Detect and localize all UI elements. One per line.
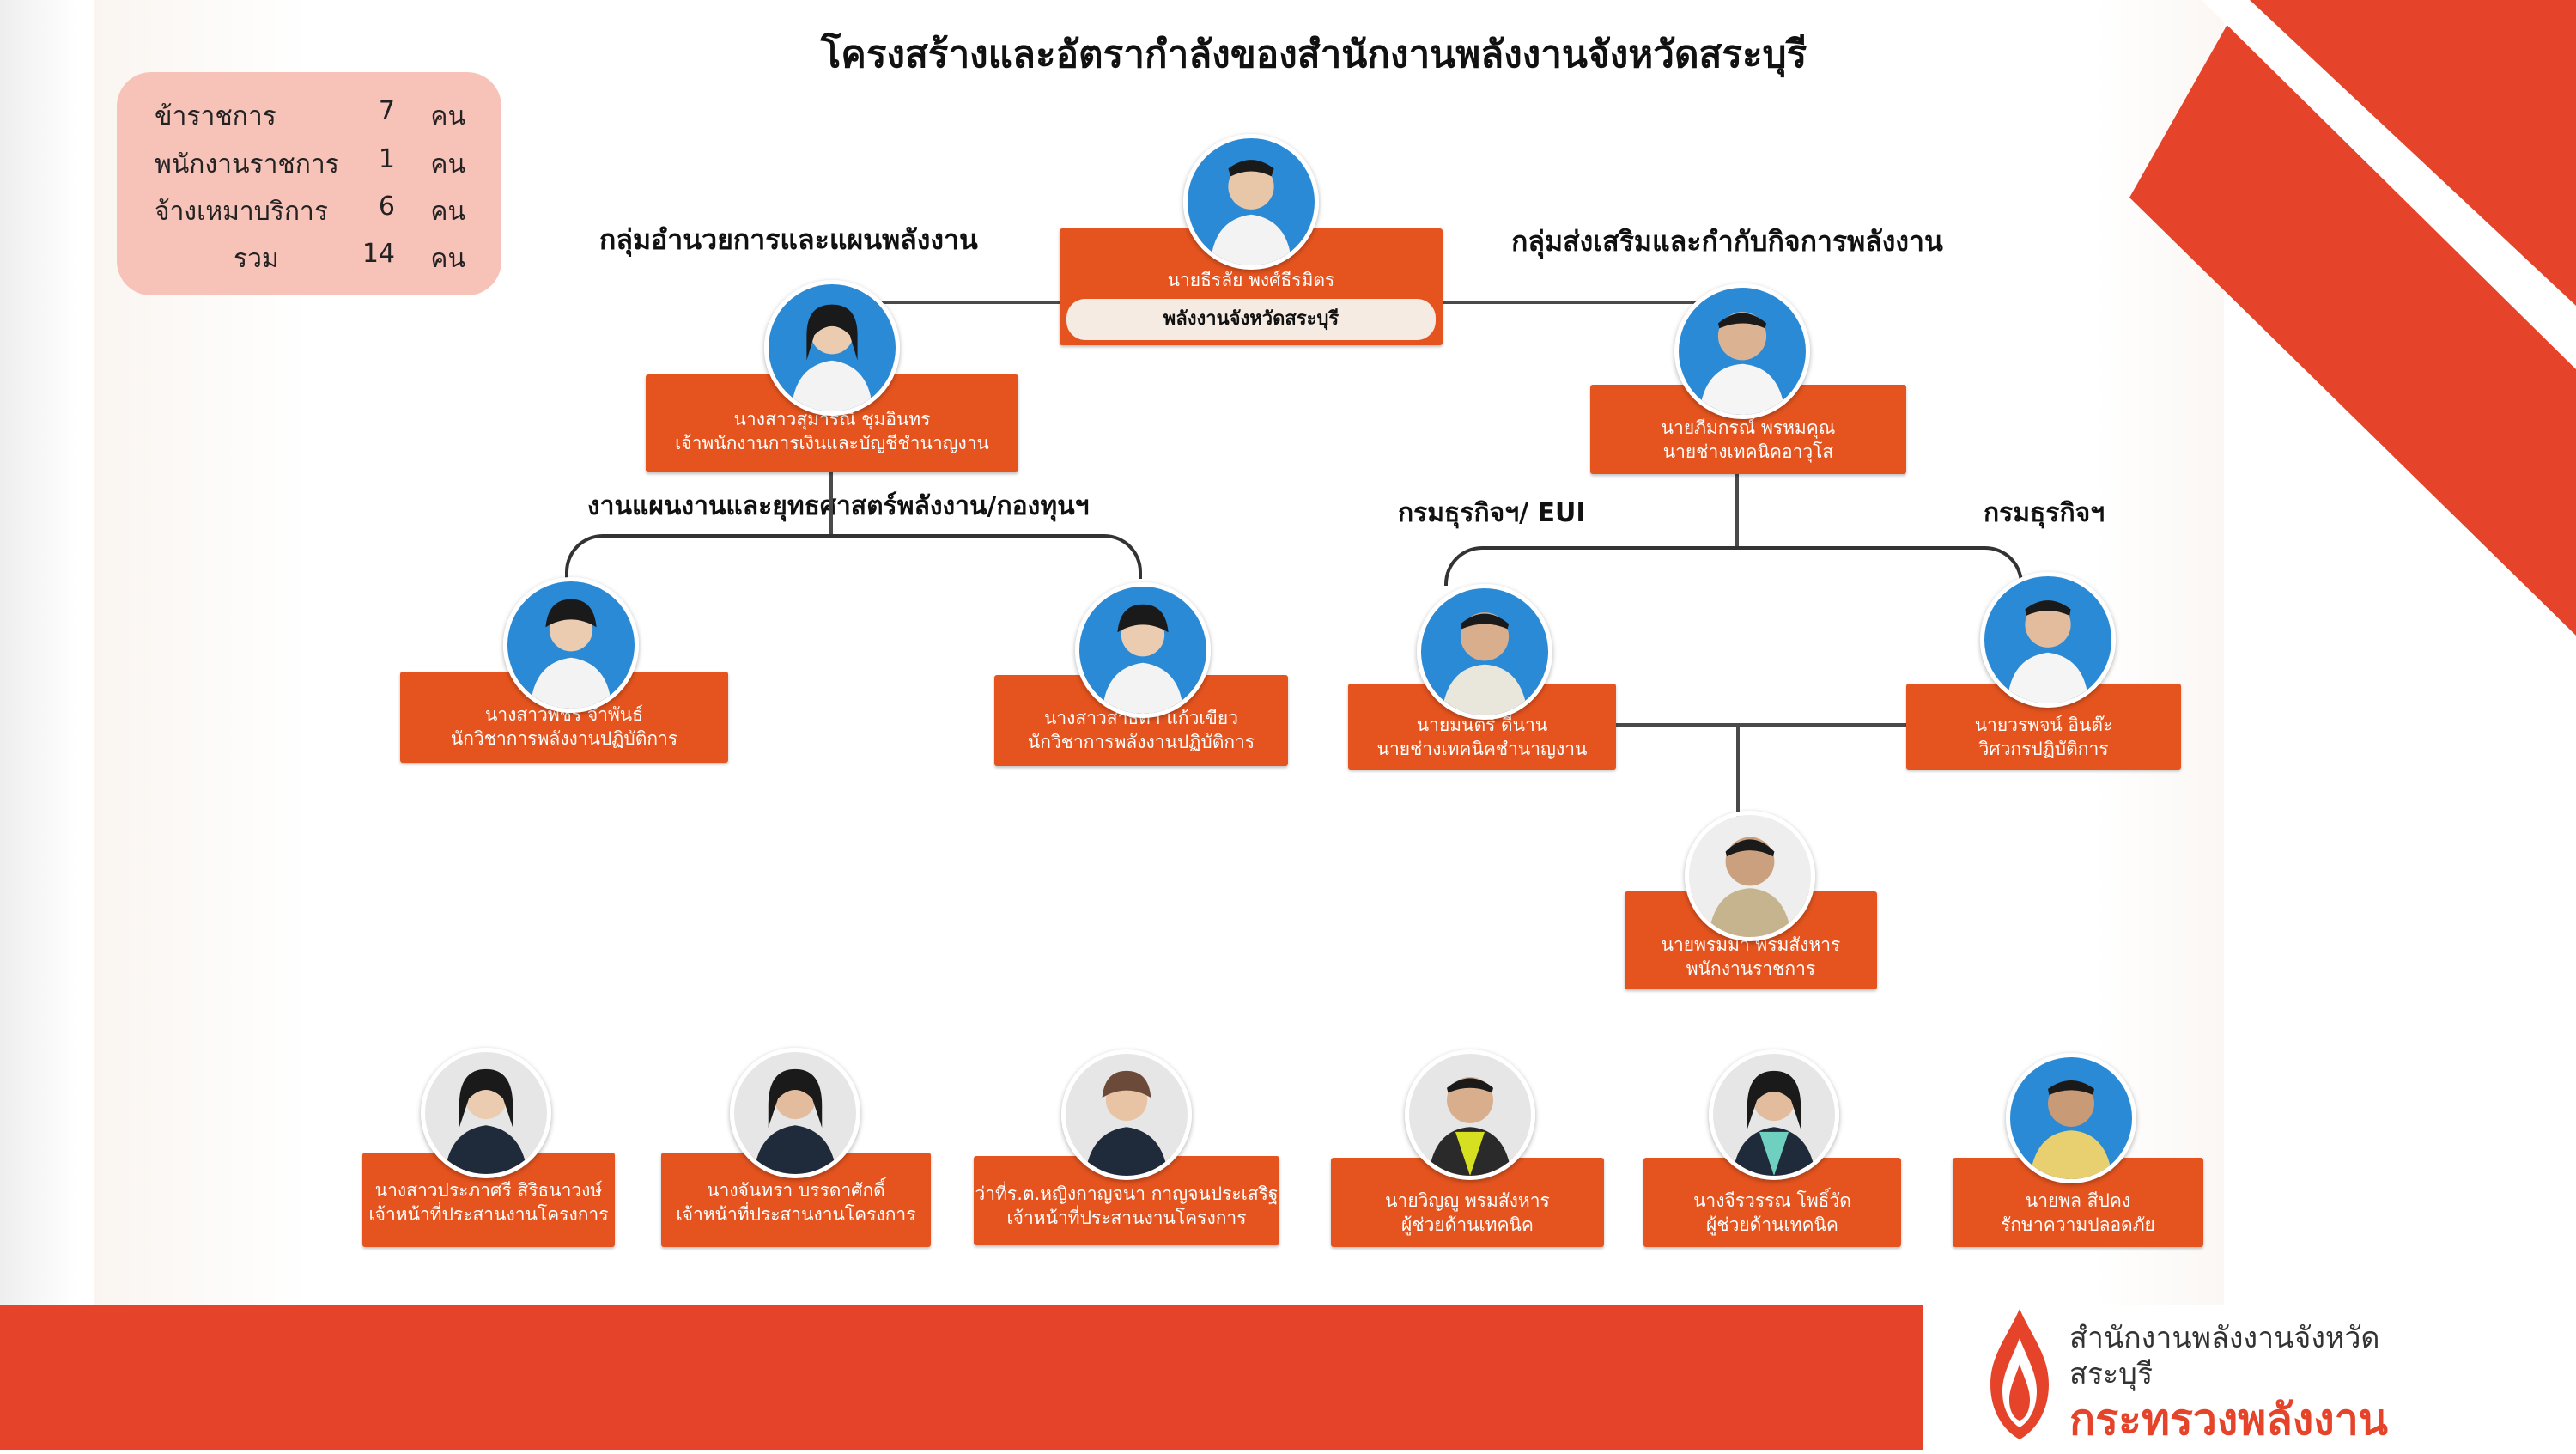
flame-logo-icon: [1990, 1309, 2049, 1439]
person-photo-icon: [1679, 288, 1806, 415]
ministry-name: กระทรวงพลังงาน: [2069, 1395, 2388, 1445]
summary-label: ข้าราชการ: [155, 101, 276, 131]
avatar-contract-6: [2006, 1053, 2136, 1183]
avatar-contract-2: [730, 1048, 860, 1178]
summary-count: 6: [378, 192, 395, 222]
person-position: พลังงานจังหวัดสระบุรี: [1066, 299, 1436, 340]
avatar-contract-5: [1709, 1049, 1839, 1180]
person-name: นางจันทรา บรรดาศักดิ์: [707, 1180, 885, 1201]
person-photo-icon: [734, 1052, 856, 1174]
person-position: เจ้าหน้าที่ประสานงานโครงการ: [1006, 1208, 1247, 1228]
person-position: นายช่างเทคนิคอาวุโส: [1662, 441, 1834, 462]
group-label-promotion: กลุ่มส่งเสริมและกำกับกิจการพลังงาน: [1511, 225, 1943, 258]
section-label-planning: งานแผนงานและยุทธศาสตร์พลังงาน/กองทุนฯ: [587, 491, 1090, 521]
summary-unit: คน: [430, 149, 465, 179]
avatar-promotion-head: [1674, 283, 1810, 419]
avatar-business-1: [1980, 572, 2116, 708]
connector-admin-down: [829, 472, 833, 536]
avatar-admin-head: [764, 280, 900, 416]
office-name-line2: สระบุรี: [2069, 1357, 2154, 1391]
group-label-admin: กลุ่มอำนวยการและแผนพลังงาน: [599, 223, 978, 256]
avatar-director: [1183, 134, 1319, 270]
person-photo-icon: [1689, 815, 1811, 937]
person-position: เจ้าพนักงานการเงินและบัญชีชำนาญงาน: [675, 433, 989, 453]
section-label-eui: กรมธุรกิจฯ/ EUI: [1398, 498, 1586, 528]
summary-unit: คน: [430, 244, 465, 274]
person-photo-icon: [1713, 1054, 1835, 1176]
avatar-government-employee: [1685, 811, 1815, 941]
person-card-director: นายธีรลัย พงศ์ธีรมิตร พลังงานจังหวัดสระบ…: [1060, 228, 1443, 345]
avatar-contract-3: [1061, 1049, 1192, 1180]
avatar-planning-1: [503, 577, 639, 713]
connector-promo-branch: [1444, 546, 2023, 586]
person-card-contract-4: นายวิญญู พรมสังหาร ผู้ช่วยด้านเทคนิค: [1331, 1158, 1604, 1247]
person-name: นายธีรลัย พงศ์ธีรมิตร: [1167, 270, 1335, 290]
page-title: โครงสร้างและอัตรากำลังของสำนักงานพลังงาน…: [820, 33, 1807, 76]
summary-count: 14: [361, 239, 395, 269]
section-label-business: กรมธุรกิจฯ: [1984, 498, 2105, 528]
summary-label: รวม: [234, 244, 279, 274]
person-position: วิศวกรปฏิบัติการ: [1978, 739, 2109, 759]
person-name: นายภีมกรณ์ พรหมคุณ: [1661, 417, 1836, 438]
person-position: พนักงานราชการ: [1686, 958, 1816, 979]
person-name: นายพล สีปคง: [2025, 1190, 2131, 1211]
summary-row-civil-servants: ข้าราชการ 7 คน: [155, 96, 481, 137]
connector-gov-emp: [1736, 723, 1740, 891]
connector-staff-horizontal: [1614, 723, 1906, 727]
person-photo-icon: [1409, 1054, 1531, 1176]
summary-label: จ้างเหมาบริการ: [155, 197, 329, 227]
person-photo-icon: [1421, 588, 1548, 715]
person-position: ผู้ช่วยด้านเทคนิค: [1401, 1214, 1534, 1235]
person-photo-icon: [769, 284, 896, 411]
person-name: นางจีรวรรณ โพธิ์วัด: [1693, 1190, 1851, 1211]
person-photo-icon: [1066, 1054, 1188, 1176]
avatar-planning-2: [1075, 582, 1211, 718]
avatar-contract-1: [421, 1048, 551, 1178]
connector-promo-down: [1735, 474, 1739, 548]
footer-bar: [0, 1305, 1923, 1450]
person-photo-icon: [425, 1052, 547, 1174]
summary-count: 7: [378, 96, 395, 126]
summary-label: พนักงานราชการ: [155, 149, 339, 179]
summary-row-total: รวม 14 คน: [155, 239, 481, 280]
person-photo-icon: [507, 581, 635, 709]
person-name: ว่าที่ร.ต.หญิงกาญจนา กาญจนประเสริฐ: [975, 1183, 1279, 1204]
person-photo-icon: [1079, 587, 1206, 714]
left-edge-shade: [0, 0, 77, 1305]
summary-unit: คน: [430, 197, 465, 227]
person-position: นักวิชาการพลังงานปฏิบัติการ: [1027, 732, 1255, 752]
person-position: นักวิชาการพลังงานปฏิบัติการ: [450, 728, 678, 749]
summary-unit: คน: [430, 101, 465, 131]
person-position: รักษาความปลอดภัย: [2001, 1214, 2155, 1235]
office-name-line1: สำนักงานพลังงานจังหวัด: [2069, 1321, 2380, 1355]
footer-logo: สำนักงานพลังงานจังหวัด สระบุรี กระทรวงพล…: [1966, 1305, 2576, 1450]
person-position: เจ้าหน้าที่ประสานงานโครงการ: [676, 1204, 916, 1225]
staff-summary-box: ข้าราชการ 7 คน พนักงานราชการ 1 คน จ้างเห…: [117, 72, 501, 295]
summary-row-contractors: จ้างเหมาบริการ 6 คน: [155, 192, 481, 233]
summary-count: 1: [378, 144, 395, 174]
person-position: เจ้าหน้าที่ประสานงานโครงการ: [368, 1204, 609, 1225]
person-photo-icon: [2010, 1057, 2132, 1179]
summary-row-government-employees: พนักงานราชการ 1 คน: [155, 144, 481, 186]
connector-planning-branch: [565, 534, 1142, 579]
person-name: นายวิญญู พรมสังหาร: [1385, 1190, 1550, 1211]
avatar-contract-4: [1405, 1049, 1535, 1180]
person-name: นายวรพจน์ อินต๊ะ: [1974, 715, 2113, 735]
person-position: ผู้ช่วยด้านเทคนิค: [1706, 1214, 1838, 1235]
person-position: นายช่างเทคนิคชำนาญงาน: [1376, 739, 1588, 759]
person-photo-icon: [1188, 138, 1315, 265]
avatar-eui-1: [1417, 584, 1552, 720]
person-photo-icon: [1984, 576, 2111, 703]
person-name: นางสาวประภาศรี สิริธนาวงษ์: [374, 1180, 603, 1201]
person-card-contract-2: นางจันทรา บรรดาศักดิ์ เจ้าหน้าที่ประสานง…: [661, 1153, 931, 1247]
